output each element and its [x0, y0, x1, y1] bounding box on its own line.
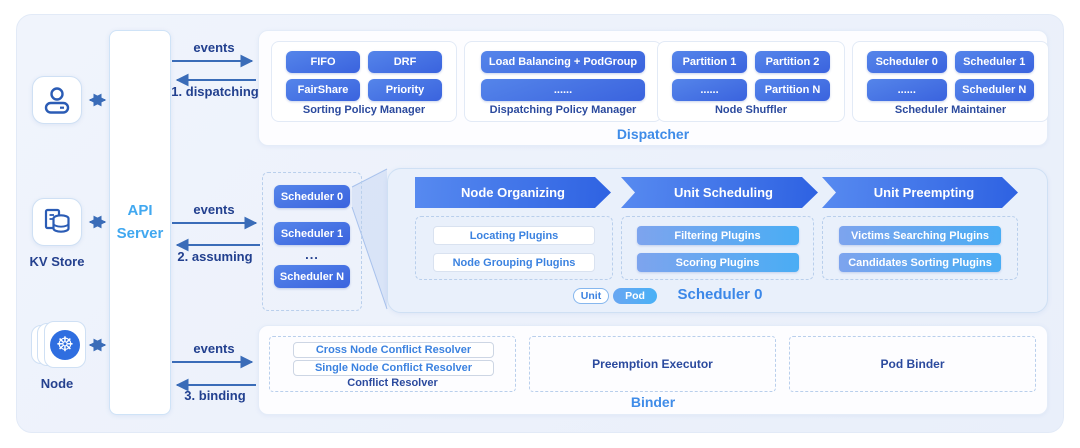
step-label-dispatching: 1. dispatching — [171, 84, 259, 99]
group-label: Scheduler Maintainer — [894, 104, 1007, 116]
scheduler-maintainer-group: Scheduler 0 Scheduler 1 ...... Scheduler… — [852, 41, 1049, 122]
kv-store-box — [32, 198, 82, 246]
scheduler-list-item: Scheduler N — [274, 265, 350, 288]
stage-unit-scheduling: Unit Scheduling — [621, 177, 818, 208]
partition-pill: ...... — [672, 79, 747, 101]
preemption-executor-label: Preemption Executor — [592, 357, 713, 371]
policy-pill: FairShare — [286, 79, 360, 101]
events-label-3: events — [193, 341, 235, 356]
scheduler-list-item: Scheduler 0 — [274, 185, 350, 208]
scheduler-pill: ...... — [867, 79, 947, 101]
node-organizing-plugins: Locating Plugins Node Grouping Plugins — [415, 216, 613, 280]
group-label: Node Shuffler — [714, 104, 788, 116]
preemption-executor-group: Preemption Executor — [529, 336, 776, 392]
events-label-2: events — [193, 202, 235, 217]
plugin-pill: Victims Searching Plugins — [839, 226, 1001, 245]
kv-store-icon — [44, 208, 70, 233]
plugin-pill: Node Grouping Plugins — [433, 253, 595, 272]
stage-unit-preempting: Unit Preempting — [822, 177, 1018, 208]
user-box — [32, 76, 82, 124]
partition-pill: Partition 1 — [672, 51, 747, 73]
plugin-pill: Scoring Plugins — [636, 253, 799, 272]
partition-pill: Partition 2 — [755, 51, 830, 73]
api-server-label-line2: Server — [116, 224, 164, 242]
conflict-resolver-item: Single Node Conflict Resolver — [293, 360, 494, 376]
scheduler-list-ellipsis: ... — [305, 247, 319, 262]
conflict-resolver-item: Cross Node Conflict Resolver — [293, 342, 494, 358]
plugin-pill: Candidates Sorting Plugins — [839, 253, 1001, 272]
scheduler-list: Scheduler 0 Scheduler 1 ... Scheduler N — [262, 172, 362, 311]
conflict-resolver-label: Conflict Resolver — [347, 377, 438, 389]
scheduler-pill: Scheduler 1 — [954, 51, 1034, 73]
scheduler-pill: Scheduler N — [954, 79, 1034, 101]
kv-store-label: KV Store — [29, 254, 85, 269]
partition-pill: Partition N — [755, 79, 830, 101]
node-box: ☸ — [44, 321, 86, 368]
scheduler-list-item: Scheduler 1 — [274, 222, 350, 245]
dispatcher-title: Dispatcher — [616, 126, 690, 142]
conflict-resolver-group: Cross Node Conflict Resolver Single Node… — [269, 336, 516, 392]
binder-title: Binder — [630, 394, 676, 410]
step-label-binding: 3. binding — [184, 388, 246, 403]
policy-pill: Priority — [368, 79, 442, 101]
policy-pill: DRF — [368, 51, 442, 73]
plugin-pill: Locating Plugins — [433, 226, 595, 245]
node-shuffler-group: Partition 1 Partition 2 ...... Partition… — [657, 41, 845, 122]
unit-scheduling-plugins: Filtering Plugins Scoring Plugins — [621, 216, 814, 280]
policy-pill: ...... — [481, 79, 645, 101]
legend-unit: Unit — [573, 288, 609, 304]
policy-pill: Load Balancing + PodGroup — [481, 51, 645, 73]
node-label: Node — [40, 376, 74, 391]
api-server-box: API Server — [109, 30, 171, 415]
unit-preempting-plugins: Victims Searching Plugins Candidates Sor… — [822, 216, 1018, 280]
user-icon — [44, 87, 70, 114]
dispatching-policy-manager-group: Load Balancing + PodGroup ...... Dispatc… — [464, 41, 662, 122]
dispatcher-panel: FIFO DRF FairShare Priority Sorting Poli… — [258, 30, 1049, 146]
policy-pill: FIFO — [286, 51, 360, 73]
api-server-label-line1: API — [127, 202, 153, 219]
scheduler-pill: Scheduler 0 — [867, 51, 947, 73]
step-label-assuming: 2. assuming — [177, 249, 253, 264]
legend-pod: Pod — [613, 288, 657, 304]
kubernetes-icon: ☸ — [50, 329, 80, 360]
stage-node-organizing: Node Organizing — [415, 177, 611, 208]
scheduler0-title: Scheduler 0 — [677, 286, 763, 303]
binder-panel: Cross Node Conflict Resolver Single Node… — [258, 325, 1048, 415]
sorting-policy-manager-group: FIFO DRF FairShare Priority Sorting Poli… — [271, 41, 457, 122]
group-label: Dispatching Policy Manager — [489, 104, 637, 116]
group-label: Sorting Policy Manager — [302, 104, 426, 116]
pod-binder-label: Pod Binder — [880, 357, 945, 371]
plugin-pill: Filtering Plugins — [636, 226, 799, 245]
pod-binder-group: Pod Binder — [789, 336, 1036, 392]
events-label-1: events — [193, 40, 235, 55]
